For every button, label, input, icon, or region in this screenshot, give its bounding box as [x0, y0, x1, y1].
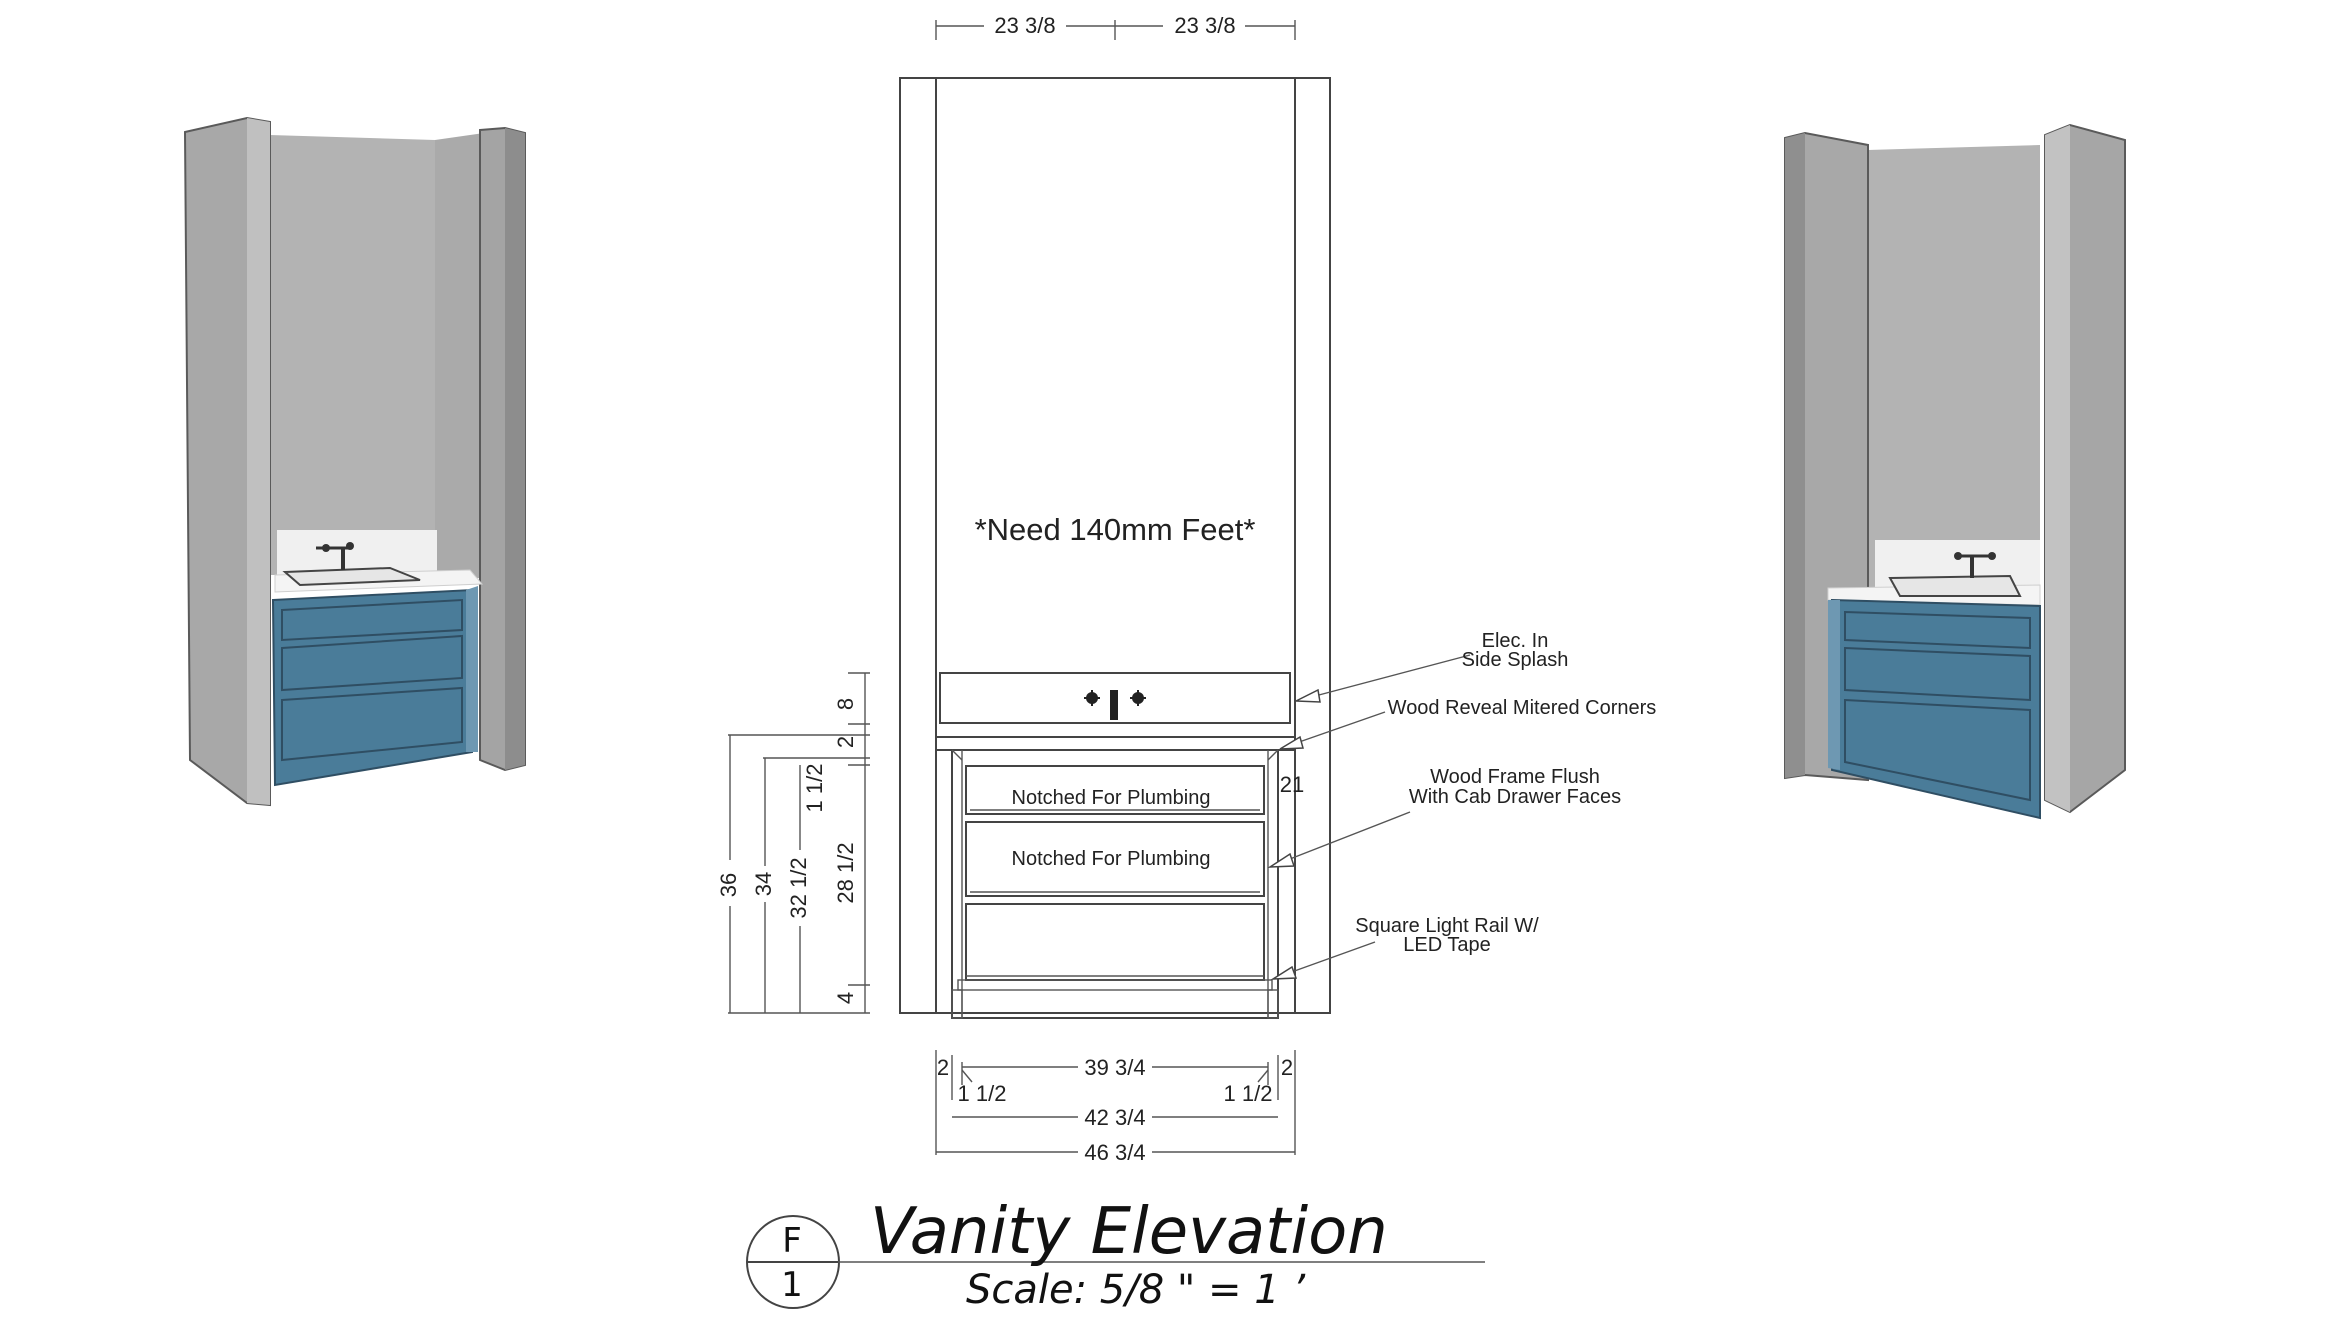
left-render-drawer-2 [281, 634, 463, 692]
title-block: F 1 Vanity Elevation Scale: 5/8 " = 1 ’ [746, 1195, 1485, 1313]
drawing-title: Vanity Elevation [870, 1195, 1388, 1269]
dim-42-three-quarter: 42 3/4 [1084, 1105, 1145, 1130]
elevation-drawer-1 [965, 765, 1265, 815]
dim-top-right: 23 3/8 [1174, 13, 1235, 38]
dim-8: 8 [833, 698, 858, 710]
dim-32-half: 32 1/2 [786, 857, 811, 918]
left-dimensions: 36 34 32 1/2 28 1/2 8 2 1 1/2 4 [714, 672, 870, 1014]
callout-rail-line1: Square Light Rail W/ [1355, 915, 1539, 937]
top-dimensions: 23 3/8 23 3/8 [935, 12, 1296, 40]
elevation-drawer-2 [965, 821, 1265, 897]
callout-rail-line2: LED Tape [1403, 934, 1490, 956]
right-perspective-render [1784, 123, 2126, 820]
left-render-right-wall-edge [505, 128, 525, 770]
left-perspective-render [183, 116, 526, 807]
dim-top-left: 23 3/8 [994, 13, 1055, 38]
left-render-cabinet [271, 588, 473, 787]
right-render-back-wall [1868, 145, 2040, 590]
dim-1-half-bottom-right: 1 1/2 [1224, 1081, 1273, 1106]
dim-28-half: 28 1/2 [833, 842, 858, 903]
dim-4: 4 [833, 992, 858, 1004]
elevation-left-foot [951, 989, 963, 1019]
left-render-back-wall [270, 135, 435, 575]
right-render-drawer-1 [1844, 610, 2031, 650]
dim-46-three-quarter: 46 3/4 [1084, 1140, 1145, 1165]
center-elevation: *Need 140mm Feet* Notched For Plumbing N… [899, 77, 1331, 1019]
elevation-light-rail [957, 979, 1273, 991]
dim-36: 36 [716, 873, 741, 897]
callouts: Elec. In Side Splash Wood Reveal Mitered… [1267, 630, 1657, 980]
right-render-left-wall-edge [1785, 133, 1805, 778]
dim-2-left: 2 [833, 736, 858, 748]
left-render-sink [282, 566, 421, 587]
elevation-drawer-3 [965, 903, 1265, 981]
callout-elec-line1: Elec. In [1482, 630, 1549, 652]
elevation-cabinet-frame [951, 749, 1279, 1019]
dim-2-bottom-right: 2 [1281, 1055, 1293, 1080]
callout-frame-line2: With Cab Drawer Faces [1409, 786, 1621, 808]
left-render-drawer-1 [281, 598, 463, 642]
drawer-label-1: Notched For Plumbing [1012, 787, 1211, 809]
right-render-cabinet-side [1828, 600, 1840, 770]
drawer-label-2: Notched For Plumbing [1012, 848, 1211, 870]
bottom-dimensions: 2 2 39 3/4 1 1/2 1 1/2 42 3/4 46 3/4 [935, 1050, 1296, 1165]
right-render-drawer-2 [1844, 646, 2031, 702]
dim-1-half-left: 1 1/2 [802, 764, 827, 813]
title-letter: F [782, 1221, 802, 1261]
right-render-right-wall-inner [2045, 125, 2070, 812]
title-number: 1 [781, 1265, 803, 1305]
callout-frame-line1: Wood Frame Flush [1430, 766, 1600, 788]
left-render-left-wall-inner [247, 118, 270, 805]
elevation-countertop [935, 736, 1296, 751]
elevation-faucet-icon [1084, 690, 1146, 720]
left-render-cabinet-side [466, 586, 478, 752]
elevation-backsplash [939, 672, 1291, 724]
dim-34: 34 [751, 872, 776, 896]
dim-39-three-quarter: 39 3/4 [1084, 1055, 1145, 1080]
right-render-drawer-3 [1844, 698, 2031, 802]
callout-reveal: Wood Reveal Mitered Corners [1388, 697, 1657, 719]
callout-elec-line2: Side Splash [1462, 649, 1569, 671]
dim-1-half-bottom-left: 1 1/2 [958, 1081, 1007, 1106]
drawing-scale: Scale: 5/8 " = 1 ’ [966, 1267, 1306, 1313]
right-render-sink [1888, 574, 2022, 597]
elevation-right-foot [1267, 989, 1279, 1019]
dim-2-bottom-left: 2 [937, 1055, 949, 1080]
left-render-drawer-3 [281, 686, 463, 762]
dim-21: 21 [1280, 772, 1304, 797]
elevation-center-note: *Need 140mm Feet* [975, 512, 1256, 547]
elevation-outer-wall [899, 77, 1331, 1014]
